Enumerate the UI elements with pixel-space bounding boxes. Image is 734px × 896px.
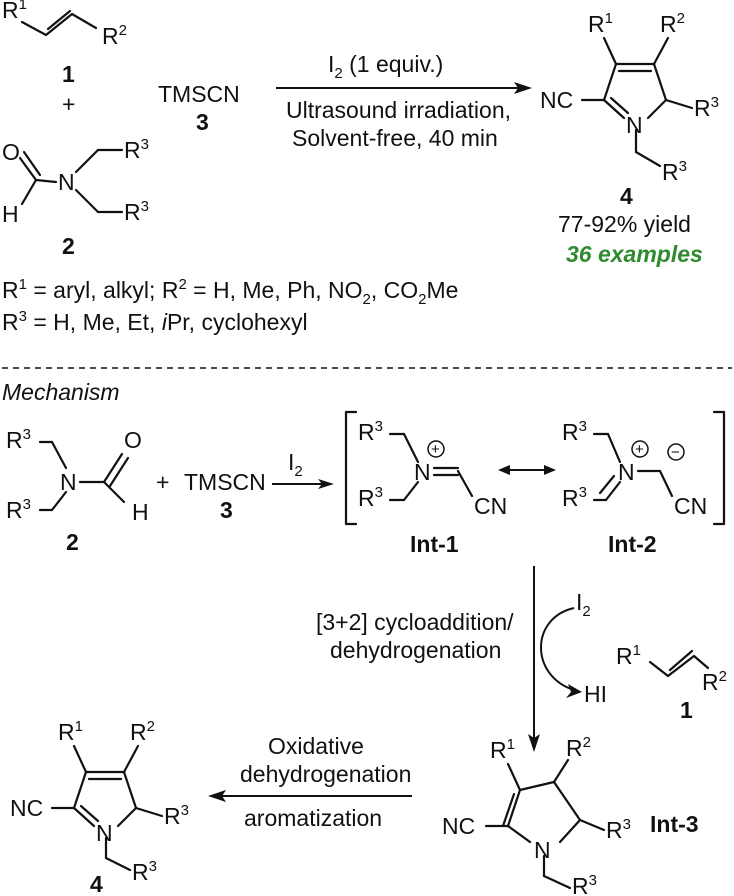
r3-label-upper: R3 bbox=[6, 426, 31, 453]
r3-label-upper: R3 bbox=[358, 418, 383, 445]
compound-label-3: 3 bbox=[196, 109, 209, 135]
examples-text: 36 examples bbox=[566, 241, 703, 267]
compound-label-4: 4 bbox=[90, 871, 103, 896]
r3-label-benzyl: R3 bbox=[662, 158, 687, 185]
r3-label-lower: R3 bbox=[358, 484, 383, 511]
condition-solvent-free: Solvent-free, 40 min bbox=[292, 125, 498, 151]
compound-label-2: 2 bbox=[62, 233, 75, 259]
step-oxidative: Oxidative bbox=[268, 733, 364, 759]
plus-sign: + bbox=[156, 469, 169, 495]
nitrogen-label: N bbox=[96, 820, 113, 846]
condition-ultrasound: Ultrasound irradiation, bbox=[286, 97, 511, 123]
formamide-2-mechanism: R3 R3 N O H bbox=[6, 426, 149, 525]
compound-label-2: 2 bbox=[66, 529, 79, 555]
nitrile-label: NC bbox=[540, 87, 573, 113]
substituent-line-2: R3 = H, Me, Et, iPr, cyclohexyl bbox=[2, 308, 308, 335]
alkene-1-mechanism: R1 R2 bbox=[616, 642, 727, 695]
r3-label-upper: R3 bbox=[562, 418, 587, 445]
step-aromatization: aromatization bbox=[244, 805, 382, 831]
r2-label: R2 bbox=[702, 668, 727, 695]
reagent-iodine: I2 bbox=[576, 589, 591, 620]
hydrogen-label: H bbox=[2, 201, 19, 227]
aromatization-arrow bbox=[208, 790, 412, 802]
step-cycloaddition: [3+2] cycloaddition/ bbox=[316, 609, 514, 635]
positive-charge-icon bbox=[631, 440, 649, 458]
negative-charge-sign: − bbox=[671, 444, 680, 461]
intermediate-int-3: N R1 R2 R3 NC R3 bbox=[442, 734, 631, 896]
int-2-label: Int-2 bbox=[608, 531, 657, 557]
formamide-2: O H N R3 R3 bbox=[2, 136, 149, 227]
reaction-arrow bbox=[276, 82, 532, 94]
nitrile-label: NC bbox=[10, 795, 43, 821]
r2-label: R2 bbox=[660, 10, 685, 37]
compound-label-4: 4 bbox=[620, 183, 633, 209]
nitrile-label: CN bbox=[474, 493, 507, 519]
r3-label-benzyl: R3 bbox=[572, 872, 597, 896]
positive-charge-sign: + bbox=[635, 441, 644, 458]
int-3-label: Int-3 bbox=[650, 811, 699, 837]
r1-label: R1 bbox=[2, 0, 27, 23]
nitrogen-label: N bbox=[414, 459, 431, 485]
intermediate-int-1: R3 R3 N + CN bbox=[358, 418, 507, 519]
resonance-brackets bbox=[344, 410, 726, 526]
cycloaddition-arrow bbox=[528, 566, 582, 752]
tmscn-label: TMSCN bbox=[158, 81, 240, 107]
compound-label-3: 3 bbox=[220, 497, 233, 523]
tmscn-label: TMSCN bbox=[184, 469, 266, 495]
plus-sign: + bbox=[62, 91, 75, 117]
hydrogen-label: H bbox=[132, 499, 149, 525]
hydrogen-iodide-label: HI bbox=[584, 681, 607, 707]
r1-label: R1 bbox=[58, 718, 83, 745]
step-dehydrogenation-2: dehydrogenation bbox=[240, 761, 411, 787]
mechanism-title: Mechanism bbox=[2, 379, 120, 405]
nitrogen-label: N bbox=[626, 112, 643, 138]
nitrogen-label: N bbox=[58, 169, 75, 195]
nitrile-label: CN bbox=[674, 493, 707, 519]
r2-label: R2 bbox=[102, 22, 127, 49]
yield-text: 77-92% yield bbox=[558, 211, 691, 237]
r3-label-benzyl: R3 bbox=[132, 858, 157, 885]
compound-label-1: 1 bbox=[680, 697, 693, 723]
substituent-line-1: R1 = aryl, alkyl; R2 = H, Me, Ph, NO2, C… bbox=[2, 276, 458, 308]
iodine-arrow bbox=[272, 479, 334, 489]
r3-label-lower: R3 bbox=[6, 496, 31, 523]
nitrile-label: NC bbox=[442, 813, 475, 839]
alkene-1: R1 R2 bbox=[2, 0, 127, 49]
r1-label: R1 bbox=[490, 736, 515, 763]
nitrogen-label: N bbox=[534, 837, 551, 863]
r3-label-lower: R3 bbox=[562, 484, 587, 511]
int-1-label: Int-1 bbox=[410, 531, 459, 557]
r3-label: R3 bbox=[164, 802, 189, 829]
r3-label-lower: R3 bbox=[124, 198, 149, 225]
pyrrole-product-4: N R1 R2 R3 NC R3 bbox=[540, 10, 719, 185]
nitrogen-label: N bbox=[60, 469, 77, 495]
negative-charge-icon bbox=[667, 443, 685, 461]
positive-charge-sign: + bbox=[431, 441, 440, 458]
reagent-iodine: I2 bbox=[288, 449, 303, 480]
oxygen-label: O bbox=[2, 139, 20, 165]
r1-label: R1 bbox=[616, 642, 641, 669]
resonance-arrow bbox=[498, 465, 556, 475]
r3-label-upper: R3 bbox=[124, 136, 149, 163]
r3-label: R3 bbox=[694, 94, 719, 121]
r2-label: R2 bbox=[130, 718, 155, 745]
positive-charge-icon bbox=[427, 440, 445, 458]
r2-label: R2 bbox=[566, 734, 591, 761]
r1-label: R1 bbox=[588, 10, 613, 37]
oxygen-label: O bbox=[124, 427, 142, 453]
nitrogen-label: N bbox=[618, 459, 635, 485]
compound-label-1: 1 bbox=[62, 61, 75, 87]
r3-label: R3 bbox=[606, 816, 631, 843]
reagent-iodine: I2 (1 equiv.) bbox=[328, 51, 443, 82]
intermediate-int-2: R3 R3 N + − CN bbox=[562, 418, 707, 519]
step-dehydrogenation: dehydrogenation bbox=[330, 637, 501, 663]
pyrrole-product-4-mechanism: N R1 R2 R3 NC R3 bbox=[10, 718, 189, 885]
